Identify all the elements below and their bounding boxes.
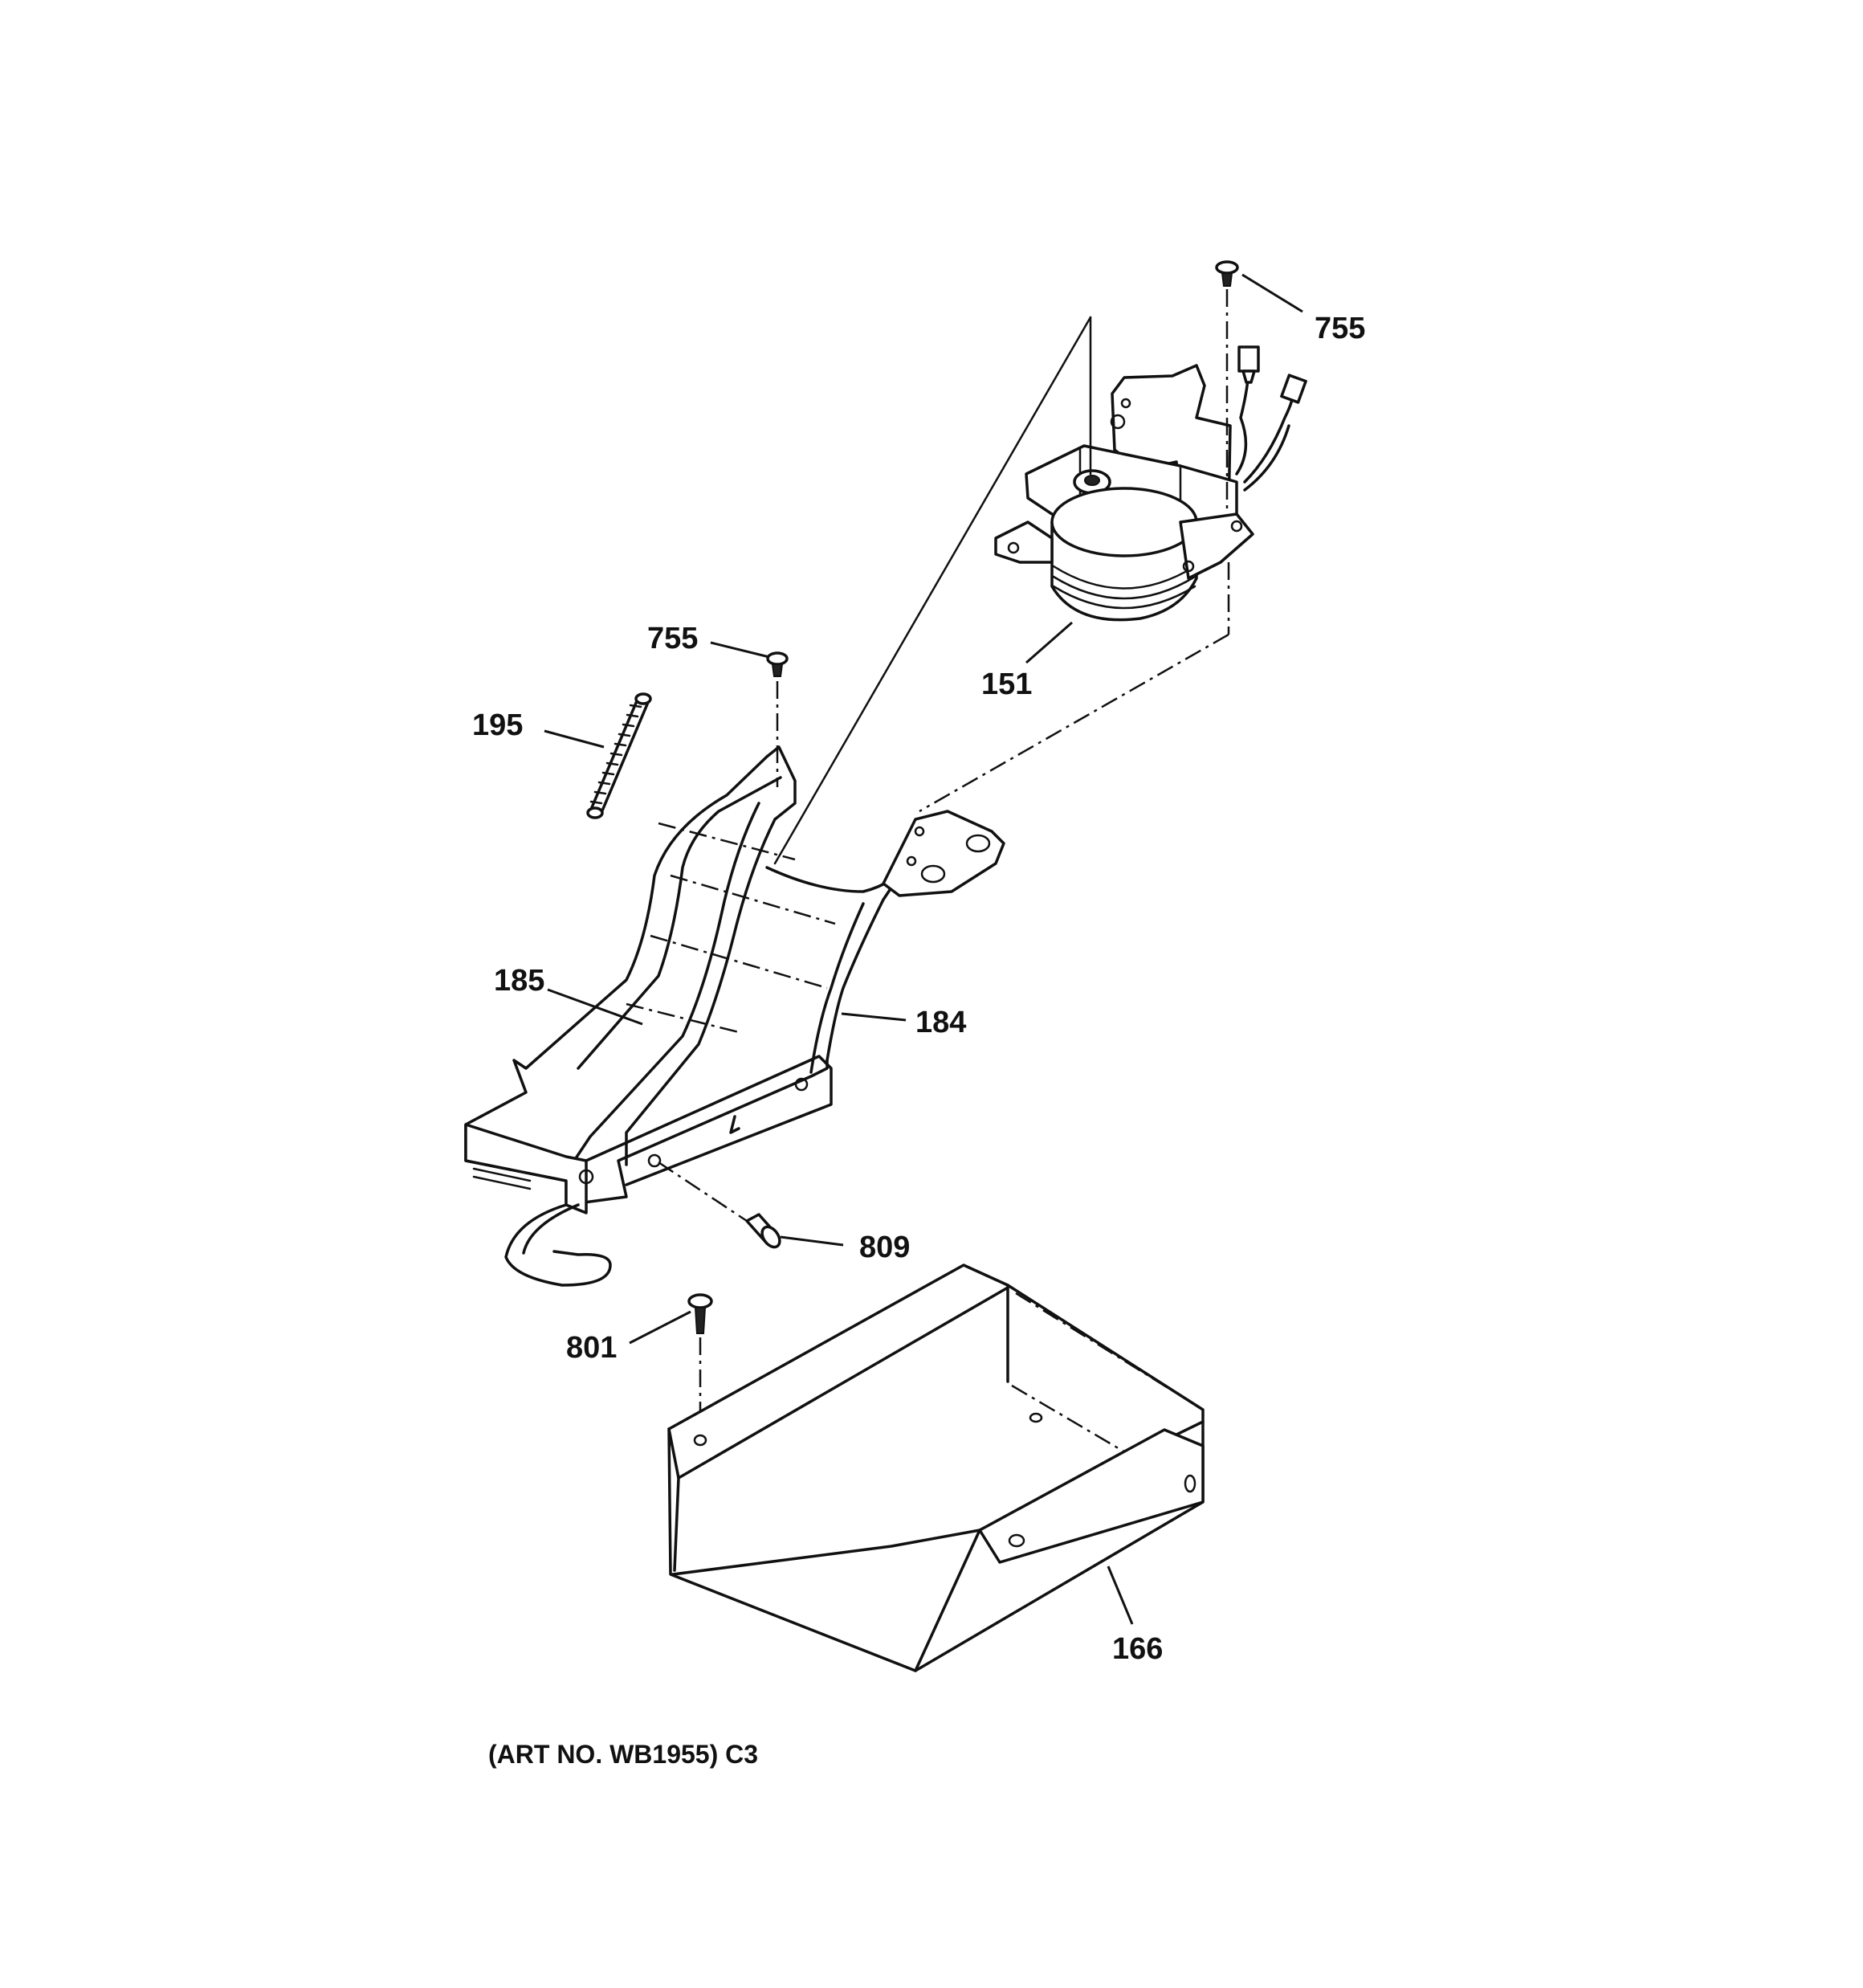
cover-166 (667, 1263, 1205, 1672)
motor-151 (994, 345, 1307, 622)
callout-809: 809 (859, 1231, 910, 1264)
screw-755-top (1215, 260, 1239, 287)
callout-185: 185 (494, 964, 544, 998)
leader-166 (1107, 1565, 1134, 1625)
leader-809 (780, 1235, 844, 1247)
callout-151: 151 (981, 667, 1032, 701)
callout-755-top: 755 (1315, 312, 1365, 345)
screw-755-mid (766, 651, 789, 677)
leader-755-mid (710, 641, 770, 659)
art-number-caption: (ART NO. WB1955) C3 (488, 1740, 758, 1769)
leader-755-top (1241, 273, 1303, 313)
bracket-184 (464, 745, 1005, 1287)
callout-801: 801 (566, 1331, 617, 1365)
align-line-809 (658, 1161, 748, 1223)
screw-809 (745, 1213, 781, 1249)
leader-195 (544, 729, 605, 749)
callout-166: 166 (1112, 1632, 1163, 1666)
screw-801 (687, 1293, 713, 1334)
callout-755-mid: 755 (647, 622, 698, 655)
leader-185 (547, 988, 643, 1026)
leader-151 (1025, 621, 1073, 664)
spring-195 (586, 692, 652, 819)
callout-184: 184 (915, 1006, 966, 1039)
leader-184 (841, 1012, 907, 1022)
leader-801 (629, 1310, 691, 1345)
align-line-shaft-2 (773, 316, 1092, 865)
align-line-to-bracket (919, 633, 1229, 813)
callout-195: 195 (472, 708, 523, 742)
